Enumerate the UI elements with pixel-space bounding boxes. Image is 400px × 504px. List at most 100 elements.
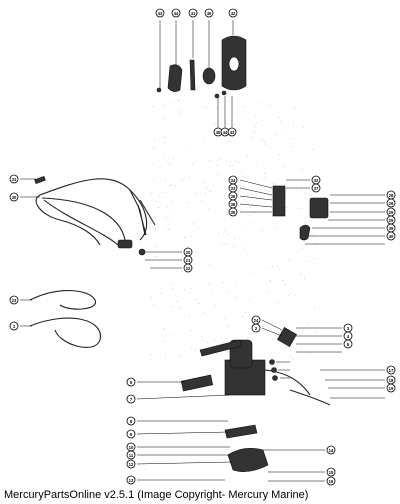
callout-number: 5 <box>347 342 350 347</box>
callout-41: 41 <box>188 8 198 18</box>
callout-number: 8 <box>130 419 133 424</box>
callout-12: 12 <box>126 459 136 469</box>
callout-number: 32 <box>314 178 319 183</box>
callout-number: 4 <box>347 334 350 339</box>
callout-3: 3 <box>343 323 353 333</box>
callout-number: 31 <box>12 177 17 182</box>
callout-number: 18 <box>389 378 394 383</box>
cover-bracket <box>167 64 183 92</box>
callout-37: 37 <box>311 183 321 193</box>
bracket-bolt <box>189 59 196 91</box>
callout-number: 37 <box>314 186 319 191</box>
callout-25: 25 <box>386 215 396 225</box>
callout-number: 17 <box>389 368 394 373</box>
callout-number: 38 <box>231 202 236 207</box>
callout-5: 5 <box>343 339 353 349</box>
callout-number: 36 <box>231 194 236 199</box>
bracket <box>224 424 258 439</box>
callout-39: 39 <box>386 223 396 233</box>
callout-number: 44 <box>174 11 179 16</box>
callout-26: 26 <box>386 207 396 217</box>
wiring-harness <box>20 176 182 269</box>
callout-38: 38 <box>228 199 238 209</box>
screw <box>156 87 162 93</box>
knob <box>202 67 216 85</box>
image-caption: MercuryPartsOnline v2.5.1 (Image Copyrig… <box>4 489 309 501</box>
callout-31: 31 <box>9 174 19 184</box>
callout-10: 10 <box>126 442 136 452</box>
callout-number: 19 <box>389 386 394 391</box>
callout-35: 35 <box>228 207 238 217</box>
callout-number: 16 <box>329 479 334 484</box>
callout-number: 28 <box>389 193 394 198</box>
callout-number: 15 <box>329 470 334 475</box>
callout-29: 29 <box>386 198 396 208</box>
callout-16: 16 <box>326 476 336 486</box>
callout-number: 22 <box>186 266 191 271</box>
callout-30: 30 <box>9 192 19 202</box>
connector-plug <box>117 239 133 249</box>
callout-44: 44 <box>171 8 181 18</box>
callout-number: 45 <box>216 130 221 135</box>
callout-21: 21 <box>183 255 193 265</box>
terminal-block <box>272 185 286 217</box>
callout-7: 7 <box>126 394 136 404</box>
callout-20: 20 <box>183 247 193 257</box>
callout-13: 13 <box>126 475 136 485</box>
callout-number: 10 <box>129 445 134 450</box>
callout-number: 11 <box>129 453 134 458</box>
callout-1: 1 <box>9 321 19 331</box>
callout-number: 25 <box>389 218 394 223</box>
callout-22: 22 <box>183 263 193 273</box>
callout-19: 19 <box>386 383 396 393</box>
callout-number: 13 <box>129 478 134 483</box>
callout-number: 39 <box>389 226 394 231</box>
callout-15: 15 <box>326 467 336 477</box>
mounting-bracket <box>227 448 269 472</box>
callout-number: 42 <box>231 11 236 16</box>
solenoid <box>309 197 329 219</box>
callout-number: 40 <box>389 234 394 239</box>
callout-32: 32 <box>311 175 321 185</box>
callout-number: 12 <box>129 462 134 467</box>
callout-4: 4 <box>343 331 353 341</box>
solenoid-cluster <box>239 179 385 245</box>
loose-wires <box>20 289 101 348</box>
callout-number: 21 <box>186 258 191 263</box>
callout-number: 9 <box>130 432 133 437</box>
pump-assembly <box>136 319 385 482</box>
callout-45: 45 <box>204 8 214 18</box>
callout-28: 28 <box>386 190 396 200</box>
callout-36: 36 <box>228 191 238 201</box>
background-speckle <box>150 100 317 361</box>
callout-number: 43 <box>230 130 235 135</box>
callout-number: 44 <box>223 130 228 135</box>
callout-33: 33 <box>228 183 238 193</box>
callout-number: 3 <box>347 326 350 331</box>
callout-42: 42 <box>228 8 238 18</box>
callout-2: 2 <box>251 323 261 333</box>
callout-number: 6 <box>130 380 133 385</box>
callout-number: 41 <box>191 11 196 16</box>
callout-number: 33 <box>231 186 236 191</box>
callout-number: 26 <box>389 210 394 215</box>
callout-43: 43 <box>155 8 165 18</box>
callout-number: 20 <box>186 250 191 255</box>
callout-number: 29 <box>389 201 394 206</box>
callout-23: 23 <box>9 295 19 305</box>
callout-40: 40 <box>386 231 396 241</box>
callout-number: 45 <box>207 11 212 16</box>
callout-number: 1 <box>13 324 16 329</box>
top-parts-group <box>156 20 247 128</box>
callout-17: 17 <box>386 365 396 375</box>
callout-number: 14 <box>329 448 334 453</box>
callout-number: 43 <box>158 11 163 16</box>
callout-number: 35 <box>231 210 236 215</box>
callout-number: 7 <box>130 397 133 402</box>
callout-number: 30 <box>12 195 17 200</box>
callout-43: 43 <box>227 127 237 137</box>
callout-9: 9 <box>126 429 136 439</box>
callout-24: 24 <box>251 315 261 325</box>
